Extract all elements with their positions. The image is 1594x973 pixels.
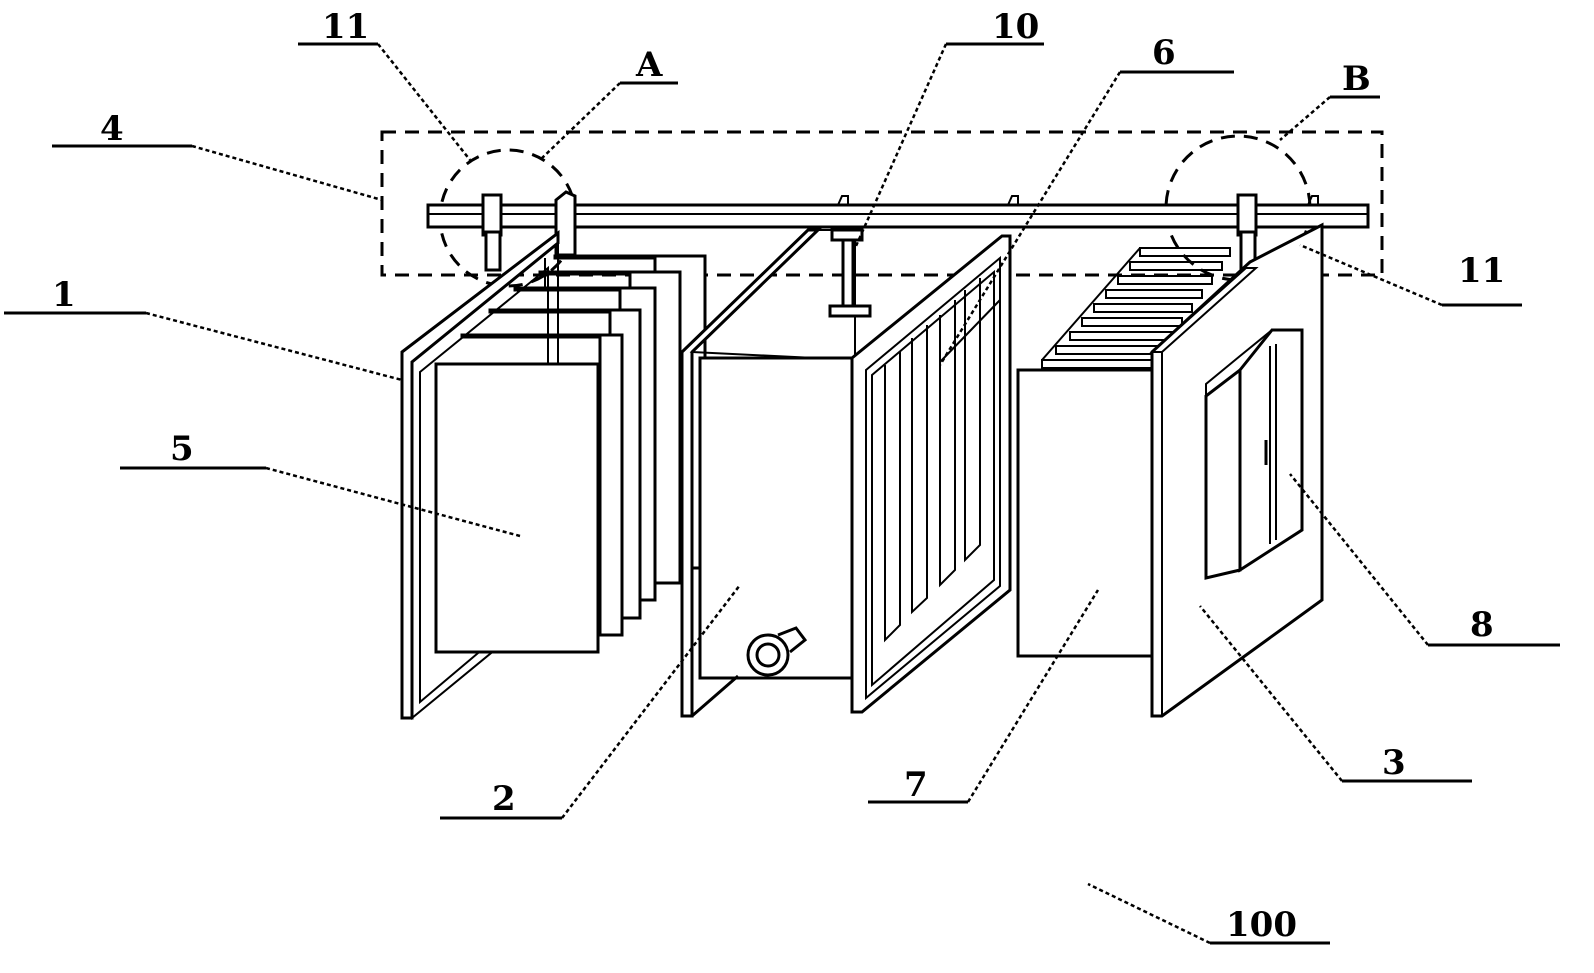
plate-5	[434, 362, 600, 654]
label-3: 3	[1382, 743, 1406, 783]
control-box-8	[1204, 328, 1304, 580]
unit-1-plates	[460, 254, 707, 637]
bracket-10	[828, 228, 872, 318]
label-8: 8	[1470, 605, 1494, 645]
connector-right	[1236, 193, 1258, 272]
unit-6-frame	[850, 234, 1012, 714]
label-1: 1	[52, 275, 76, 315]
label-b: B	[1342, 59, 1371, 99]
label-5: 5	[170, 429, 194, 469]
label-6: 6	[1152, 33, 1176, 73]
label-4: 4	[100, 109, 124, 149]
top-rail	[426, 195, 1370, 229]
tank-2	[698, 356, 860, 680]
label-11-left: 11	[322, 7, 369, 47]
label-10: 10	[992, 7, 1039, 47]
label-100: 100	[1226, 905, 1297, 945]
label-7: 7	[904, 765, 928, 805]
leader-lines	[4, 42, 1560, 945]
label-2: 2	[492, 779, 516, 819]
outlet-valve	[746, 626, 808, 677]
label-a: A	[635, 45, 663, 85]
dashed-frame-4	[380, 130, 1384, 277]
label-11-right: 11	[1458, 251, 1505, 291]
box-7	[1016, 368, 1160, 658]
